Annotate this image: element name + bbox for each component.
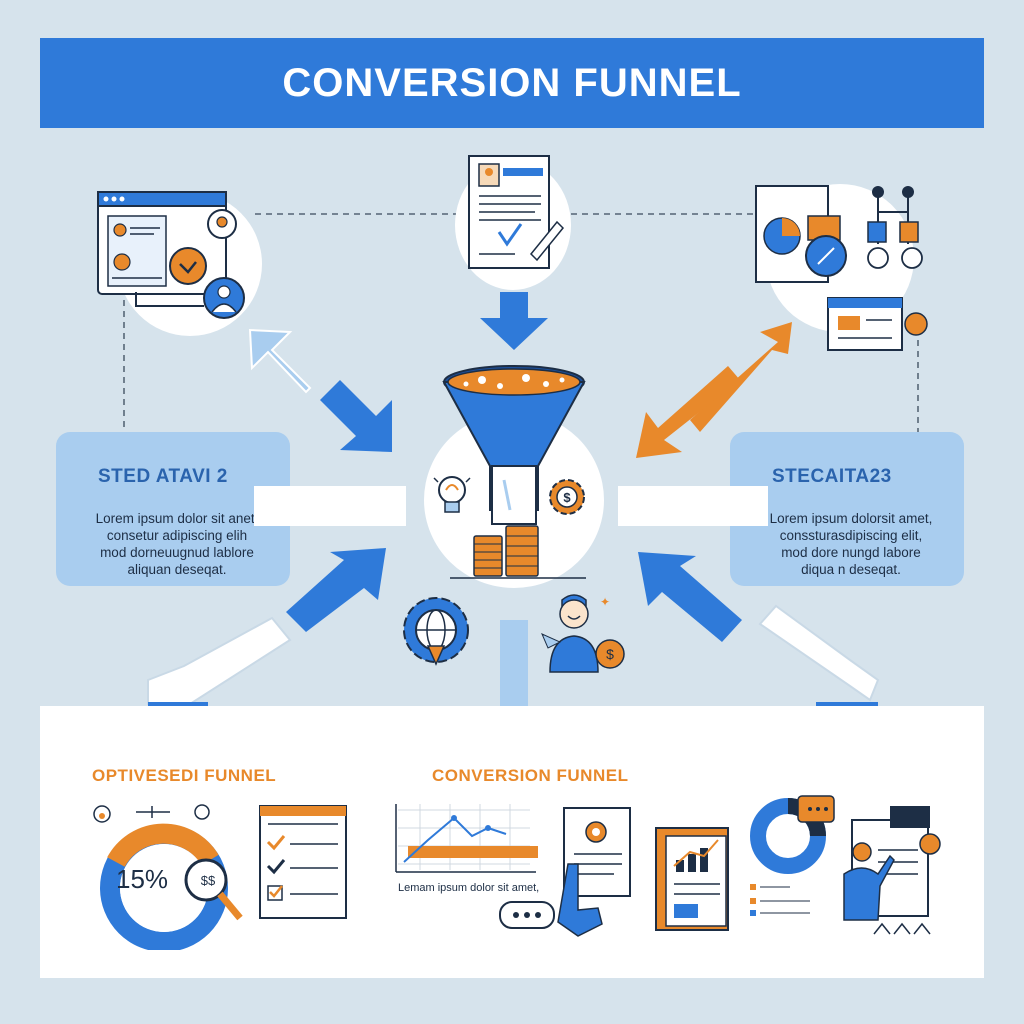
- arrow-lower-left-light: [147, 616, 292, 705]
- presenter-icon: [843, 806, 941, 935]
- right-info-card: STECAITA23 Lorem ipsum dolorsit amet, co…: [730, 432, 964, 586]
- right-connector-bar: [618, 486, 768, 526]
- left-info-card: STED ATAVI 2 Lorem ipsum dolor sit anet,…: [56, 432, 290, 586]
- document-signature-icon: [468, 155, 565, 269]
- svg-text:✦: ✦: [600, 595, 610, 609]
- left-card-body: Lorem ipsum dolor sit anet, consetur adi…: [95, 511, 259, 577]
- line-chart-icon: [395, 804, 538, 873]
- page-title: CONVERSION FUNNEL: [282, 60, 742, 105]
- browser-window-icon: [97, 191, 245, 319]
- svg-text:$: $: [606, 646, 614, 662]
- title-banner: CONVERSION FUNNEL: [40, 38, 984, 128]
- report-dashboard-icon: [755, 185, 928, 351]
- bar-chart-document-icon: [655, 827, 729, 931]
- arrow-upper-left-blue: [320, 380, 392, 452]
- arrow-up-left-light: [248, 328, 312, 394]
- arrow-lower-right-blue: [638, 552, 742, 642]
- right-card-body: Lorem ipsum dolorsit amet, conssturasdip…: [769, 511, 933, 577]
- clipboard-icon: [499, 807, 631, 937]
- bottom-center-title: CONVERSION FUNNEL: [432, 766, 629, 785]
- checklist-icon: [259, 805, 347, 919]
- gauge-chart-icon: $$: [93, 804, 243, 950]
- gear-dollar-icon: $: [549, 479, 585, 515]
- bottom-left-title: OPTIVESEDI FUNNEL: [92, 766, 277, 785]
- baseline-line: [450, 577, 586, 579]
- chart-caption: Lemam ipsum dolor sit amet,: [398, 882, 540, 894]
- donut-chart-icon: [750, 795, 835, 916]
- left-connector-bar: [254, 486, 406, 526]
- coin-stack-icon: [473, 525, 539, 577]
- customer-icon: $ ✦: [541, 594, 625, 673]
- svg-text:$$: $$: [201, 873, 216, 888]
- left-card-title: STED ATAVI 2: [98, 466, 228, 487]
- arrow-down-top: [480, 292, 548, 350]
- svg-text:$: $: [563, 490, 571, 505]
- globe-gear-icon: [403, 597, 469, 666]
- lightbulb-icon: [433, 476, 471, 513]
- funnel-icon: [442, 365, 586, 525]
- arrow-lower-right-light: [758, 604, 880, 702]
- arrow-upper-right-orange-in: [636, 366, 740, 458]
- arrow-lower-left-blue: [286, 548, 386, 632]
- arrow-upper-right-orange-out: [690, 322, 792, 432]
- gauge-value: 15%: [116, 864, 169, 894]
- right-card-title: STECAITA23: [772, 466, 892, 487]
